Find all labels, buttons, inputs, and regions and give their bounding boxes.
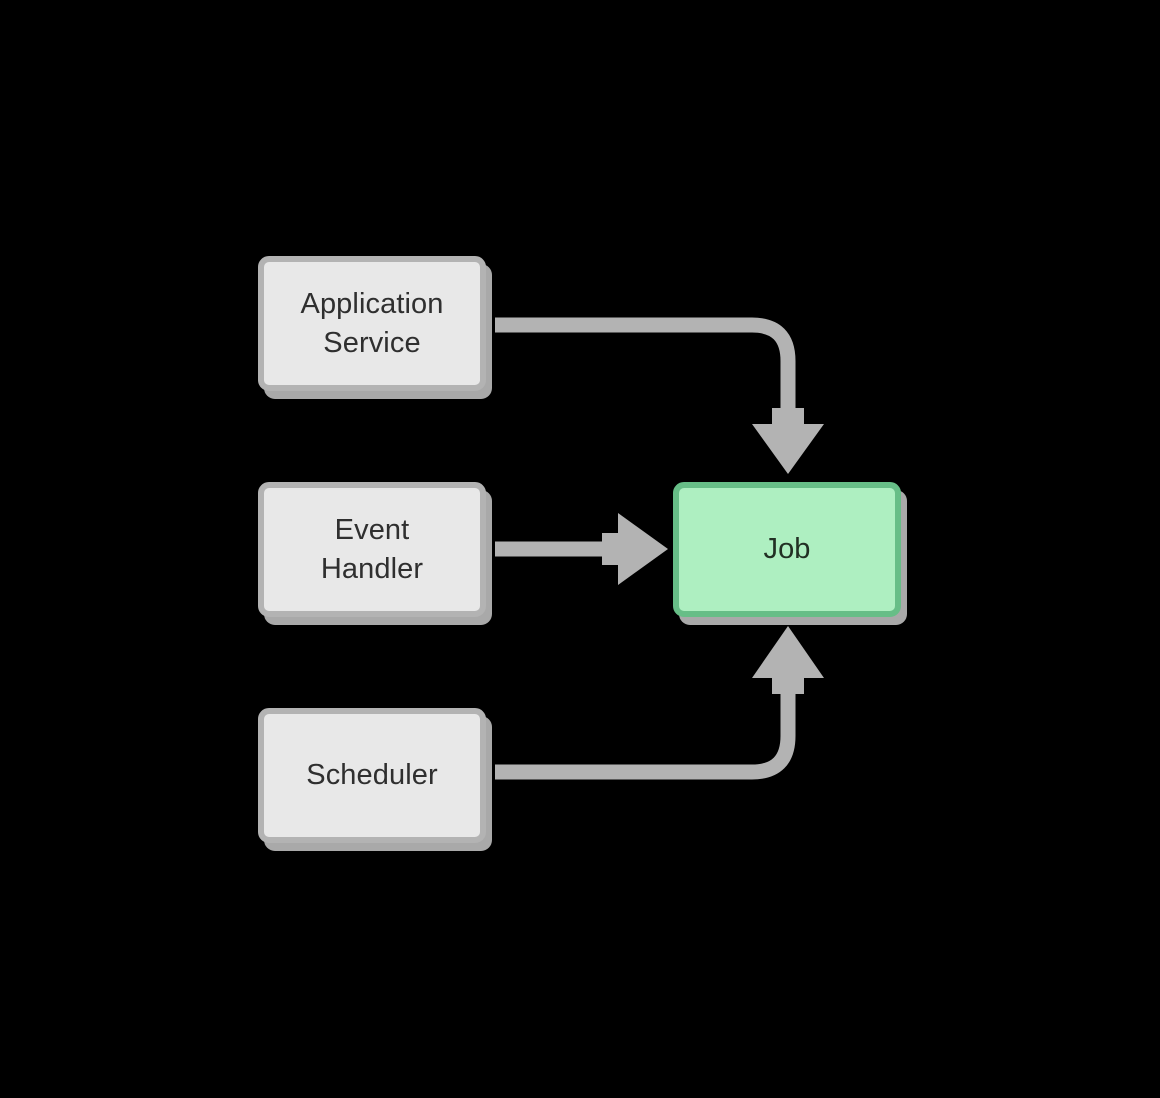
node-scheduler[interactable]: Scheduler [258,708,486,843]
node-job-label: Job [763,533,811,566]
edge-event-handler-to-job [495,513,668,585]
node-application-service[interactable]: Application Service [258,256,486,391]
arrowhead-right-icon [602,513,668,585]
arrowhead-down-icon [752,408,824,474]
node-event-handler[interactable]: Event Handler [258,482,486,617]
arrowhead-up-icon [752,626,824,694]
node-application-service-label: Application Service [300,288,444,359]
edge-application-service-to-job [495,317,824,474]
node-event-handler-label: Event Handler [320,514,424,585]
node-scheduler-label: Scheduler [306,759,438,792]
edge-scheduler-to-job [495,626,824,780]
node-job[interactable]: Job [673,482,901,617]
